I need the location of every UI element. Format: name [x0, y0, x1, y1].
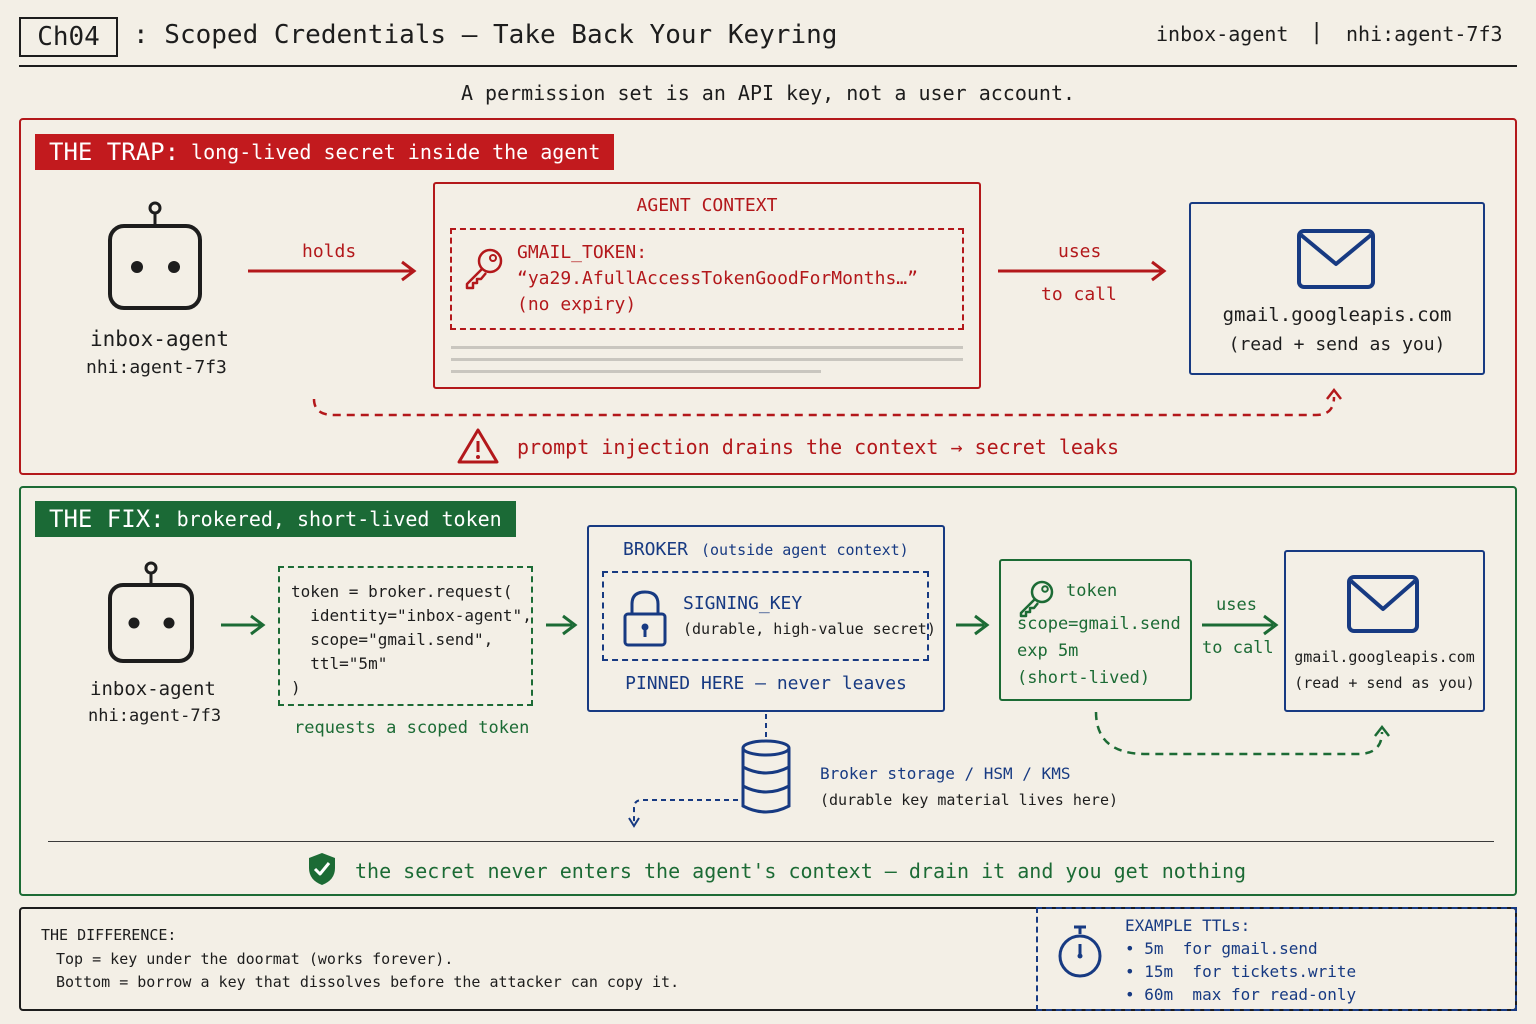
fix-service-box — [1284, 550, 1485, 712]
trap-agent-id: nhi:agent-7f3 — [86, 357, 227, 378]
request-caption: requests a scoped token — [294, 718, 530, 738]
leak-warning: prompt injection drains the context → se… — [517, 435, 1120, 459]
fix-uses-label: uses — [1216, 595, 1257, 615]
robot-icon — [108, 561, 194, 663]
secret-value: “ya29.AfullAccessTokenGoodForMonths…” — [517, 268, 918, 289]
context-line — [451, 370, 821, 373]
ttl-box — [1036, 907, 1517, 1011]
guarantee-text: the secret never enters the agent's cont… — [355, 859, 1247, 883]
difference-line: Bottom = borrow a key that dissolves bef… — [56, 973, 680, 991]
storage-connector — [628, 714, 767, 828]
signing-key-box — [602, 571, 929, 661]
code-line: ttl="5m" — [291, 654, 388, 673]
secret-note: (no expiry) — [517, 294, 637, 315]
signing-key-name: SIGNING_KEY — [683, 593, 803, 614]
chapter-badge: Ch04 — [19, 17, 118, 57]
ttl-title: EXAMPLE TTLs: — [1125, 916, 1251, 935]
agent-context-title: AGENT CONTEXT — [636, 195, 778, 216]
mail-icon — [1297, 229, 1375, 289]
context-line — [451, 346, 963, 349]
header-agent-name: inbox-agent — [1156, 22, 1289, 46]
mail-icon — [1347, 575, 1419, 633]
token-scope: scope=gmail.send — [1017, 614, 1181, 634]
robot-icon — [108, 201, 202, 310]
leak-path-arrow — [312, 387, 1342, 417]
pinned-label: PINNED HERE — never leaves — [625, 673, 907, 694]
token-exp: exp 5m — [1017, 641, 1079, 661]
trap-service-name: gmail.googleapis.com — [1222, 304, 1452, 326]
key-icon — [1019, 580, 1054, 618]
trap-service-scope: (read + send as you) — [1228, 334, 1446, 355]
subtitle: A permission set is an API key, not a us… — [460, 81, 1076, 105]
holds-arrow — [248, 260, 417, 282]
trap-tag-strong: THE TRAP: — [49, 138, 180, 166]
storage-note: (durable key material lives here) — [820, 791, 1119, 809]
code-line: ) — [291, 678, 301, 697]
ttl-item: • 5m for gmail.send — [1125, 939, 1318, 958]
token-note: (short-lived) — [1017, 668, 1151, 688]
trap-tag: THE TRAP: long-lived secret inside the a… — [35, 134, 615, 170]
trap-to-call-label: to call — [1041, 284, 1117, 305]
header-rule — [19, 65, 1517, 67]
fix-agent-id: nhi:agent-7f3 — [88, 706, 222, 726]
request-code-box — [278, 566, 533, 706]
page-title: : Scoped Credentials — Take Back Your Ke… — [133, 20, 838, 50]
to-token-arrow — [956, 614, 990, 636]
token-box — [999, 559, 1192, 701]
fix-tag-text: brokered, short-lived token — [176, 507, 502, 531]
lock-icon — [623, 590, 667, 647]
ttl-item: • 60m max for read-only — [1125, 985, 1357, 1004]
broker-box — [587, 525, 945, 712]
signing-key-note: (durable, high-value secret) — [683, 620, 936, 638]
fix-agent-name: inbox-agent — [90, 678, 216, 700]
fix-service-scope: (read + send as you) — [1294, 674, 1475, 692]
fix-tag-strong: THE FIX: — [49, 505, 165, 533]
trap-agent-name: inbox-agent — [90, 327, 230, 351]
warning-icon — [457, 428, 499, 464]
fix-tag: THE FIX: brokered, short-lived token — [35, 501, 516, 537]
fix-divider — [48, 841, 1494, 842]
database-icon — [741, 739, 791, 814]
holds-label: holds — [302, 241, 357, 262]
context-line — [451, 358, 963, 361]
fix-to-call-label: to call — [1202, 638, 1274, 658]
secret-name: GMAIL_TOKEN: — [517, 242, 648, 263]
storage-title: Broker storage / HSM / KMS — [820, 764, 1071, 783]
token-title: token — [1066, 581, 1118, 601]
code-line: token = broker.request( — [291, 582, 513, 601]
key-icon — [465, 248, 503, 290]
fix-panel — [19, 486, 1517, 896]
header-agent-id: nhi:agent-7f3 — [1346, 22, 1503, 46]
broker-subtitle: (outside agent context) — [701, 541, 909, 559]
header-separator: | — [1310, 20, 1324, 45]
trap-tag-text: long-lived secret inside the agent — [191, 140, 601, 164]
request-arrow — [221, 614, 266, 636]
fix-service-name: gmail.googleapis.com — [1294, 648, 1475, 666]
stopwatch-icon — [1058, 925, 1102, 978]
code-line: scope="gmail.send", — [291, 630, 494, 649]
fix-uses-arrow — [1202, 614, 1279, 636]
trap-service-box — [1189, 202, 1485, 375]
difference-line: Top = key under the doormat (works forev… — [56, 950, 454, 968]
shield-check-icon — [309, 853, 335, 885]
broker-title: BROKER — [623, 539, 689, 560]
trap-panel — [19, 118, 1517, 475]
code-line: identity="inbox-agent", — [291, 606, 532, 625]
agent-context-box — [433, 182, 981, 389]
trap-uses-label: uses — [1058, 241, 1102, 262]
secret-box — [450, 228, 964, 330]
token-flow-arrow — [1094, 711, 1390, 756]
to-broker-arrow — [546, 614, 578, 636]
trap-uses-arrow — [998, 260, 1167, 282]
difference-title: THE DIFFERENCE: — [41, 926, 177, 944]
ttl-item: • 15m for tickets.write — [1125, 962, 1357, 981]
